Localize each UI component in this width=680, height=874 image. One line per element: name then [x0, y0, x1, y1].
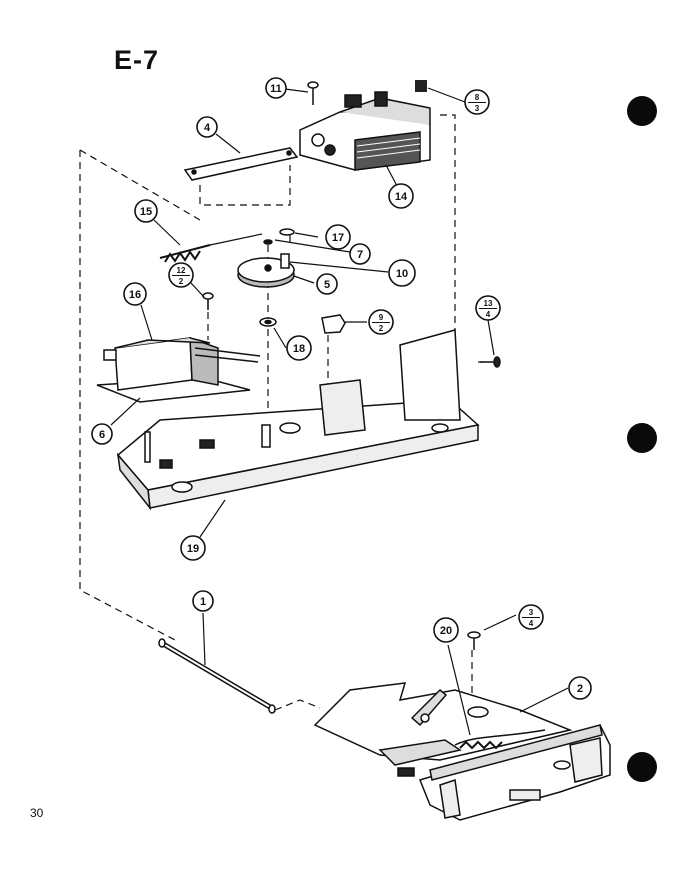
callout-number: 11	[270, 83, 282, 95]
spring-part	[159, 233, 263, 263]
callout-circle	[433, 617, 459, 643]
callout-number: 18	[293, 343, 305, 355]
rod-part	[158, 638, 276, 714]
callout-4: 4	[196, 116, 218, 138]
callout-circle	[192, 590, 214, 612]
lever-bracket-assembly	[313, 682, 611, 821]
callout-number: 2	[379, 324, 384, 333]
callout-9-2: 92	[368, 309, 394, 335]
callout-circle	[349, 243, 371, 265]
callout-number: 2	[577, 683, 583, 695]
callout-circle	[123, 282, 147, 306]
callout-7: 7	[349, 243, 371, 265]
callout-circle	[134, 199, 158, 223]
callout-number: 10	[396, 268, 408, 280]
callout-circle	[388, 183, 414, 209]
callout-14: 14	[388, 183, 414, 209]
callout-circle	[568, 676, 592, 700]
callout-number: 16	[129, 289, 141, 301]
callout-number: 9	[379, 313, 384, 322]
callout-18: 18	[286, 335, 312, 361]
callout-number: 19	[187, 543, 199, 555]
screw-part	[480, 356, 501, 368]
callout-number: 15	[140, 206, 152, 218]
callout-number: 17	[332, 232, 344, 244]
cam-part	[237, 228, 295, 327]
callout-circle	[180, 535, 206, 561]
callout-20: 20	[433, 617, 459, 643]
callout-number: 20	[440, 625, 452, 637]
callout-number: 2	[179, 277, 184, 286]
screw-part	[202, 292, 214, 310]
page-number: 30	[30, 806, 44, 820]
callout-3-4: 34	[518, 604, 544, 630]
callout-number: 4	[204, 122, 211, 134]
callout-circle	[265, 77, 287, 99]
switch-assembly	[96, 336, 261, 403]
binder-hole-middle	[627, 423, 657, 453]
callout-circle	[91, 423, 113, 445]
callout-15: 15	[134, 199, 158, 223]
callout-circle	[196, 116, 218, 138]
callout-16: 16	[123, 282, 147, 306]
callout-number: 14	[395, 191, 408, 203]
callout-11: 11	[265, 77, 287, 99]
callout-circle	[316, 273, 338, 295]
base-plate-part	[116, 329, 480, 511]
callout-10: 10	[388, 259, 416, 287]
callout-leaders	[110, 87, 569, 736]
callout-17: 17	[325, 224, 351, 250]
callout-number: 4	[529, 619, 534, 628]
callout-number: 1	[200, 596, 206, 608]
callout-number: 6	[99, 429, 105, 441]
relay-coil-assembly	[299, 91, 431, 171]
diagram-title: E-7	[114, 45, 160, 75]
callout-number: 8	[475, 93, 480, 102]
callout-number: 4	[486, 310, 491, 319]
callout-6: 6	[91, 423, 113, 445]
clip-part	[321, 314, 346, 334]
callout-12-2: 122	[168, 262, 194, 288]
callout-number: 3	[475, 104, 480, 113]
binder-hole-bottom	[627, 752, 657, 782]
callout-13-4: 134	[475, 295, 501, 321]
screw-part	[307, 81, 319, 105]
screw-part	[467, 631, 481, 650]
link-bar-part	[183, 147, 299, 181]
binder-hole-top	[627, 96, 657, 126]
callout-number: 13	[484, 299, 493, 308]
clip-part	[415, 80, 427, 92]
callout-circle	[286, 335, 312, 361]
callout-2: 2	[568, 676, 592, 700]
callout-1: 1	[192, 590, 214, 612]
callout-number: 5	[324, 279, 330, 291]
callout-circle	[325, 224, 351, 250]
callout-5: 5	[316, 273, 338, 295]
callout-circle	[388, 259, 416, 287]
callout-number: 12	[177, 266, 186, 275]
callout-number: 7	[357, 249, 363, 261]
callout-8-3: 83	[464, 89, 490, 115]
callout-19: 19	[180, 535, 206, 561]
callout-number: 3	[529, 608, 534, 617]
